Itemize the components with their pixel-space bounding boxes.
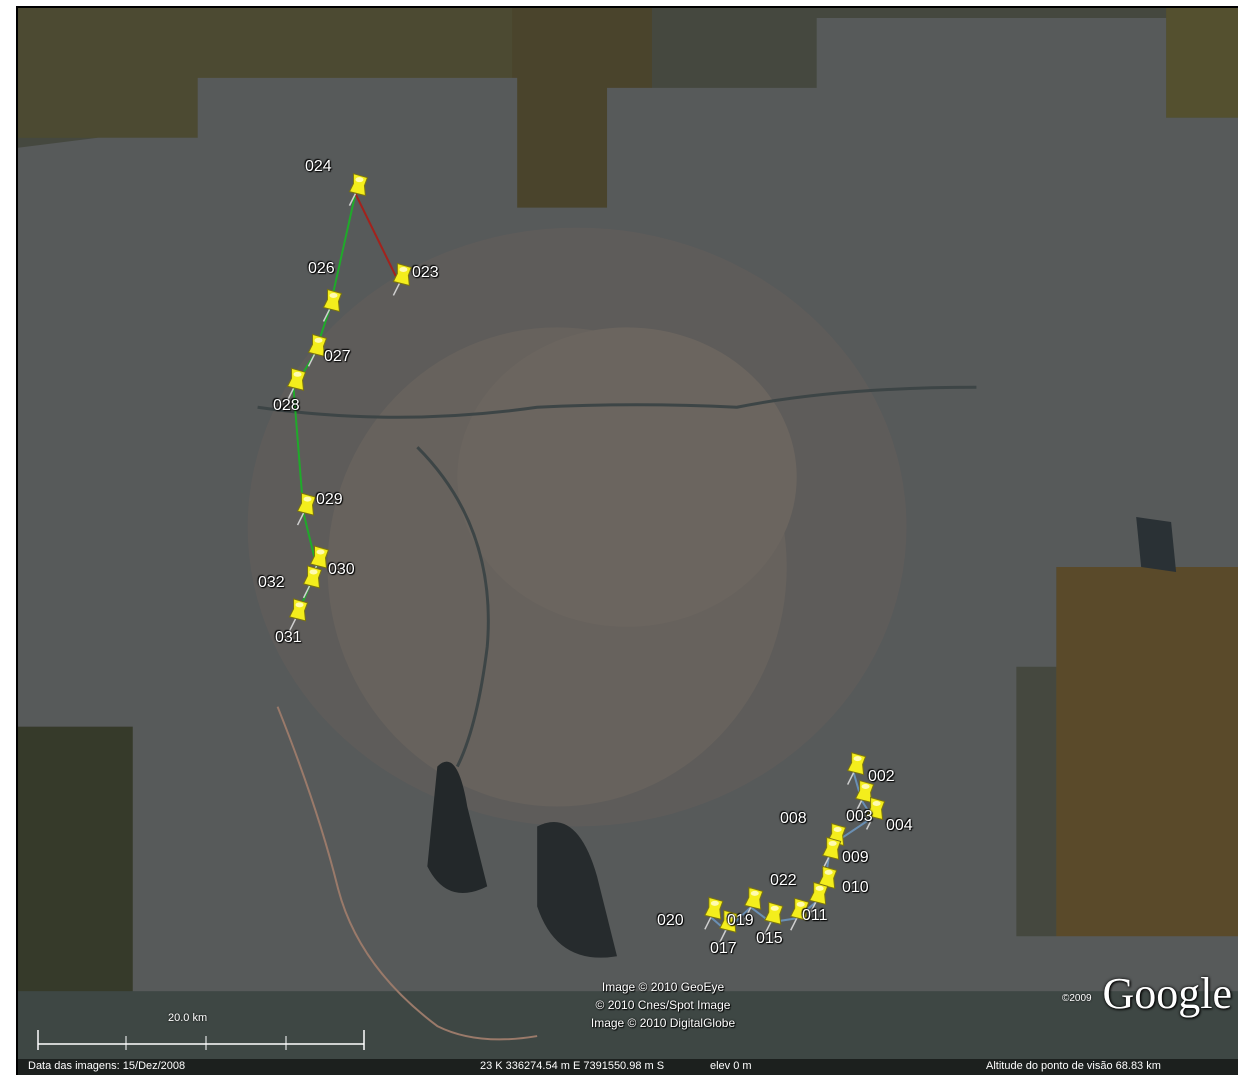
satellite-imagery [18, 8, 1238, 1075]
pin-label-029: 029 [316, 491, 343, 508]
scale-bar [37, 1030, 365, 1050]
pin-label-022: 022 [770, 872, 797, 889]
map-pin-032[interactable] [302, 565, 323, 599]
pin-label-015: 015 [756, 930, 783, 947]
pin-label-024: 024 [305, 158, 332, 175]
map-pin-017[interactable] [719, 909, 739, 943]
pin-label-032: 032 [258, 574, 285, 591]
map-pin-019[interactable] [744, 886, 764, 920]
pin-label-031: 031 [275, 629, 302, 646]
pin-label-017: 017 [710, 940, 737, 957]
map-pin-031[interactable] [288, 598, 309, 632]
map-pin-020[interactable] [704, 896, 724, 930]
pin-label-009: 009 [842, 849, 869, 866]
pin-label-020: 020 [657, 912, 684, 929]
map-pin-023[interactable] [392, 262, 413, 296]
pin-label-030: 030 [328, 561, 355, 578]
google-copyright: ©2009 [1062, 993, 1092, 1004]
map-pin-028[interactable] [286, 367, 307, 401]
map-view[interactable]: 024 023 026 027 028 029 030 032 031 002 003 004 008 0… [16, 6, 1238, 1075]
pin-label-002: 002 [868, 768, 895, 785]
pin-label-011: 011 [802, 907, 828, 924]
map-pin-029[interactable] [296, 492, 317, 526]
map-pin-022[interactable] [790, 897, 810, 931]
map-pin-026[interactable] [322, 288, 343, 322]
map-pin-015[interactable] [764, 901, 784, 935]
eye-altitude-readout: Altitude do ponto de visão 68.83 km [986, 1060, 1161, 1072]
scale-label: 20.0 km [168, 1012, 208, 1024]
pin-label-028: 028 [273, 397, 300, 414]
gps-track [354, 193, 401, 284]
status-bar: Data das imagens: 15/Dez/2008 23 K 33627… [18, 1059, 1238, 1075]
map-pin-011[interactable] [808, 881, 829, 915]
credit-cnes: © 2010 Cnes/Spot Image [595, 998, 731, 1012]
imagery-date: Data das imagens: 15/Dez/2008 [28, 1060, 186, 1072]
pin-label-027: 027 [324, 348, 351, 365]
pin-label-008: 008 [780, 810, 807, 827]
map-pin-024[interactable] [348, 173, 369, 206]
credit-geoeye: Image © 2010 GeoEye [601, 980, 725, 994]
google-logo: Google [1102, 969, 1232, 1018]
map-pin-004[interactable] [865, 796, 886, 830]
map-pin-003[interactable] [854, 779, 875, 813]
map-pin-002[interactable] [846, 751, 867, 785]
coordinates-readout: 23 K 336274.54 m E 7391550.98 m S [480, 1060, 665, 1072]
pin-label-003: 003 [846, 808, 873, 825]
map-pin-009[interactable] [821, 836, 842, 870]
pin-label-004: 004 [886, 817, 913, 834]
pin-label-023: 023 [412, 264, 439, 281]
elevation-readout: elev 0 m [710, 1060, 752, 1072]
pin-label-026: 026 [308, 260, 335, 277]
credit-digitalglobe: Image © 2010 DigitalGlobe [590, 1016, 736, 1030]
map-pin-027[interactable] [307, 333, 328, 367]
pin-label-010: 010 [842, 879, 869, 896]
pin-label-019: 019 [727, 912, 754, 929]
